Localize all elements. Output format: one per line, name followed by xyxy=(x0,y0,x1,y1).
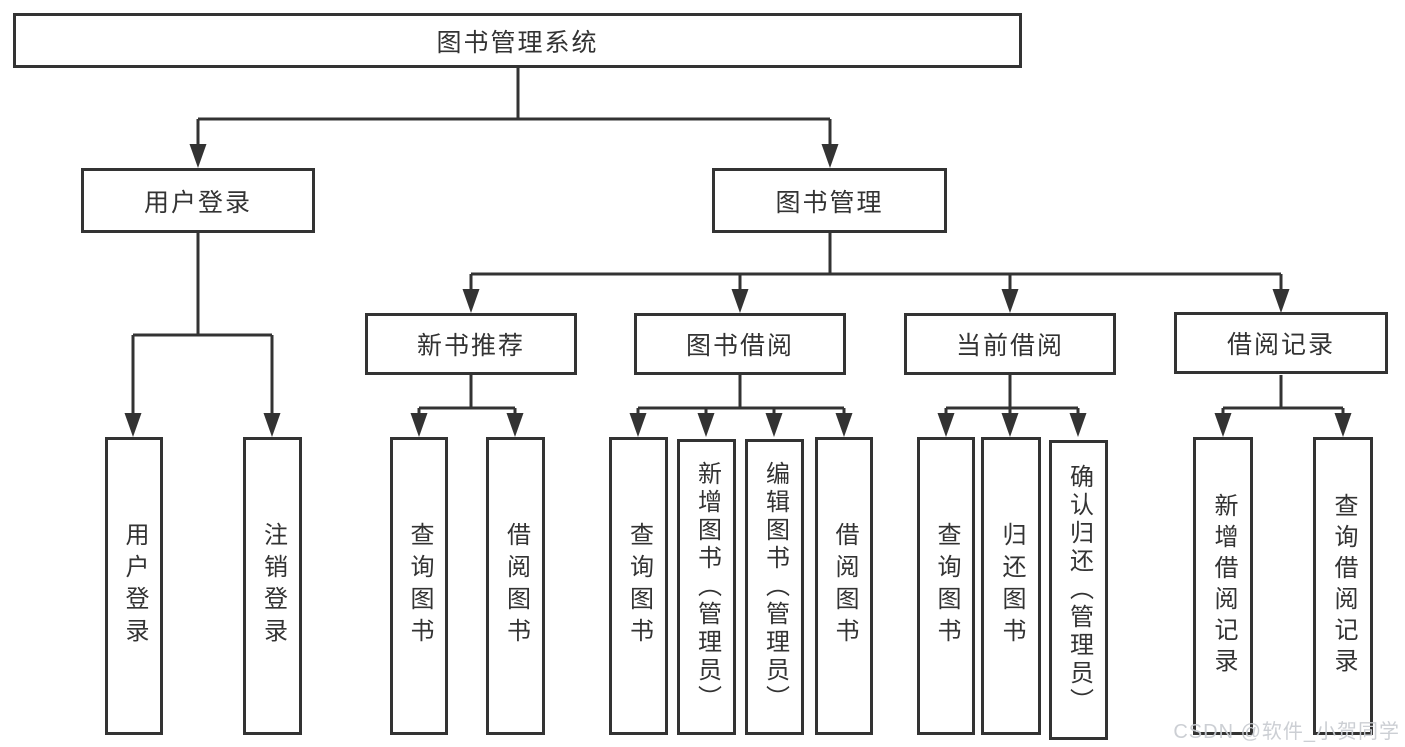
connector-user-login-to-leaves xyxy=(124,233,281,437)
node-book-mgmt: 图书管理 xyxy=(712,168,947,233)
connector-root-to-level2 xyxy=(189,68,839,168)
leaf-br-query-record: 查询借阅记录 xyxy=(1313,437,1373,735)
node-root: 图书管理系统 xyxy=(13,13,1022,68)
leaf-nb-query-books: 查询图书 xyxy=(390,437,448,735)
arrowhead-icon xyxy=(124,413,142,437)
node-label: 确认归还（管理员） xyxy=(1065,464,1093,716)
node-label: 新增图书（管理员） xyxy=(693,461,721,713)
arrowhead-icon xyxy=(821,144,839,168)
arrowhead-icon xyxy=(1069,413,1087,437)
node-label: 图书借阅 xyxy=(685,332,794,360)
leaf-user-login: 用户登录 xyxy=(105,437,163,735)
arrowhead-icon xyxy=(506,413,524,437)
node-label: 图书管理 xyxy=(775,188,884,217)
leaf-bb-query-books: 查询图书 xyxy=(609,437,668,735)
node-label: 新增借阅记录 xyxy=(1210,493,1237,679)
csdn-watermark: CSDN @软件_小贺同学 xyxy=(1173,721,1400,743)
node-new-books: 新书推荐 xyxy=(365,313,577,375)
leaf-bb-edit-books-admin: 编辑图书（管理员） xyxy=(745,439,804,735)
arrowhead-icon xyxy=(189,144,207,168)
arrowhead-icon xyxy=(1001,413,1019,437)
node-label: 当前借阅 xyxy=(955,332,1064,360)
node-borrow-records: 借阅记录 xyxy=(1174,312,1388,374)
leaf-logout: 注销登录 xyxy=(243,437,302,735)
arrowhead-icon xyxy=(1334,413,1352,437)
node-label: 用户登录 xyxy=(121,522,148,650)
node-label: 借阅图书 xyxy=(831,522,858,650)
arrowhead-icon xyxy=(410,413,428,437)
node-label: 借阅图书 xyxy=(502,522,530,650)
arrowhead-icon xyxy=(1272,289,1290,313)
arrowhead-icon xyxy=(263,413,281,437)
node-current-borrow: 当前借阅 xyxy=(904,313,1116,375)
leaf-nb-borrow-books: 借阅图书 xyxy=(486,437,545,735)
node-user-login: 用户登录 xyxy=(81,168,315,233)
arrowhead-icon xyxy=(937,413,955,437)
node-label: 归还图书 xyxy=(998,522,1025,650)
arrowhead-icon xyxy=(1214,413,1232,437)
leaf-bb-borrow-books: 借阅图书 xyxy=(815,437,873,735)
connector-new-books-to-leaves xyxy=(410,375,524,437)
connector-borrow-records-to-leaves xyxy=(1214,375,1352,437)
arrowhead-icon xyxy=(731,289,749,313)
node-label: 查询图书 xyxy=(933,522,960,650)
connector-book-borrow-to-leaves xyxy=(629,375,853,437)
arrowhead-icon xyxy=(462,289,480,313)
node-label: 查询借阅记录 xyxy=(1330,493,1357,679)
node-label: 编辑图书（管理员） xyxy=(761,461,789,713)
leaf-br-add-record: 新增借阅记录 xyxy=(1193,437,1253,735)
arrowhead-icon xyxy=(1001,289,1019,313)
connector-book-mgmt-to-level3 xyxy=(462,233,1290,313)
connector-current-borrow-to-leaves xyxy=(937,375,1087,437)
arrowhead-icon xyxy=(629,413,647,437)
node-label: 图书管理系统 xyxy=(436,28,599,57)
leaf-cb-query-books: 查询图书 xyxy=(917,437,975,735)
node-label: 注销登录 xyxy=(259,522,287,650)
leaf-bb-add-books-admin: 新增图书（管理员） xyxy=(677,439,736,735)
node-label: 借阅记录 xyxy=(1226,331,1335,359)
node-label: 查询图书 xyxy=(406,522,433,650)
node-label: 用户登录 xyxy=(143,188,252,217)
arrowhead-icon xyxy=(697,413,715,437)
node-book-borrow: 图书借阅 xyxy=(634,313,846,375)
node-label: 新书推荐 xyxy=(416,332,525,360)
arrowhead-icon xyxy=(835,413,853,437)
leaf-cb-confirm-return-admin: 确认归还（管理员） xyxy=(1049,440,1108,740)
leaf-cb-return-books: 归还图书 xyxy=(981,437,1041,735)
node-label: 查询图书 xyxy=(625,522,653,650)
arrowhead-icon xyxy=(765,413,783,437)
